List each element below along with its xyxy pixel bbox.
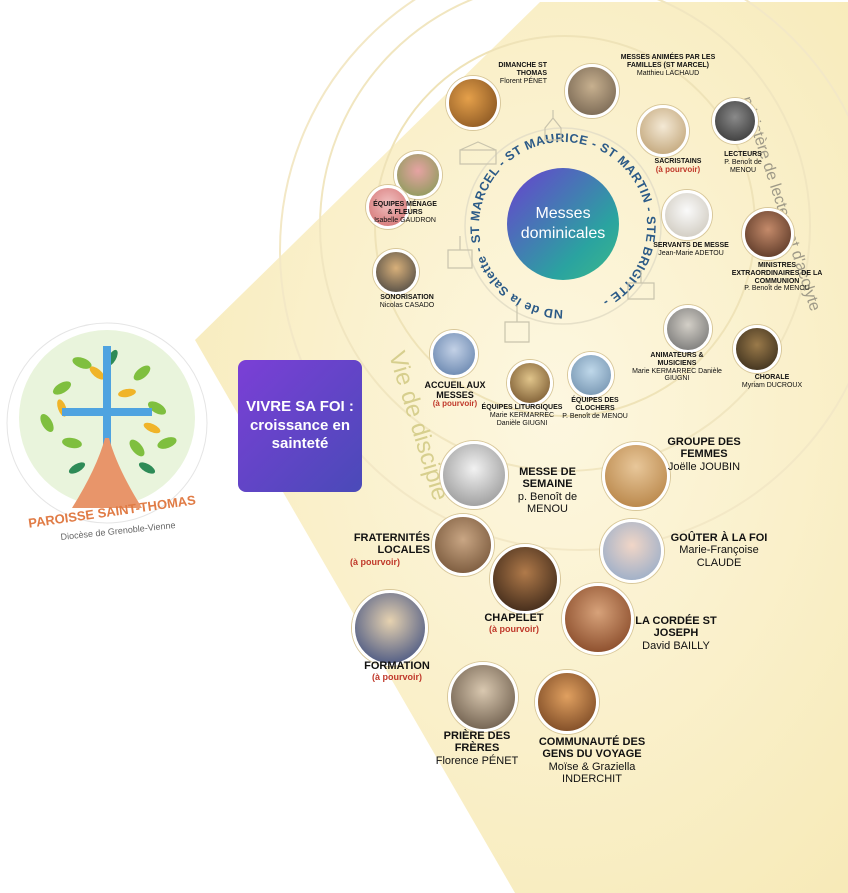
sacristains-photo bbox=[637, 105, 689, 157]
familles-photo bbox=[565, 64, 619, 118]
liturgiques-photo bbox=[507, 360, 553, 406]
lecteurs-photo bbox=[712, 98, 758, 144]
animateurs-label: ANIMATEURS & MUSICIENS Marie KERMARREC D… bbox=[632, 352, 722, 383]
chorale-label: CHORALE Myriam DUCROUX bbox=[741, 374, 803, 389]
servants-photo bbox=[662, 190, 712, 240]
gouter-photo bbox=[600, 519, 664, 583]
cordee-photo bbox=[562, 583, 634, 655]
accueil-label: ACCUEIL AUX MESSES (à pourvoir) bbox=[424, 380, 486, 409]
sacristains-label: SACRISTAINS (à pourvoir) bbox=[654, 158, 702, 174]
parish-logo: PAROISSE SAINT-THOMAS Diocèse de Grenobl… bbox=[2, 318, 212, 568]
femmes-photo bbox=[602, 442, 670, 510]
accueil-photo bbox=[430, 330, 478, 378]
chorale-photo bbox=[733, 325, 781, 373]
sonorisation-photo bbox=[373, 249, 419, 295]
fraternites-photo bbox=[432, 514, 494, 576]
chapelet-label: CHAPELET (à pourvoir) bbox=[484, 612, 544, 635]
fraternites-label: FRATERNITÉS LOCALES (à pourvoir) bbox=[349, 532, 430, 567]
middle-ring bbox=[319, 0, 811, 472]
church-icon bbox=[544, 110, 562, 141]
formation-label: FORMATION (à pourvoir) bbox=[364, 660, 430, 683]
gouter-label: GOÛTER À LA FOI Marie-Françoise CLAUDE bbox=[670, 532, 768, 569]
priere-photo bbox=[448, 662, 518, 732]
vivre-sa-foi-box: VIVRE SA FOI : croissance en sainteté bbox=[238, 360, 362, 492]
tree-icon bbox=[6, 322, 208, 524]
church-icon bbox=[459, 141, 497, 165]
clochers-label: ÉQUIPES DES CLOCHERS P. Benoît de MENOU bbox=[562, 397, 628, 420]
church-icon bbox=[447, 236, 473, 269]
femmes-label: GROUPE DES FEMMES Joëlle JOUBIN bbox=[667, 436, 741, 473]
menage-photo-2 bbox=[366, 185, 410, 229]
church-icon bbox=[627, 270, 655, 300]
sonorisation-label: SONORISATION Nicolas CASADO bbox=[379, 294, 435, 309]
priere-label: PRIÈRE DES FRÈRES Florence PÉNET bbox=[435, 730, 519, 767]
menage-label: ÉQUIPES MÉNAGE & FLEURS Isabelle GAUDRON bbox=[373, 201, 437, 224]
church-icon bbox=[504, 305, 530, 343]
semaine-label: MESSE DE SEMAINE p. Benoît de MENOU bbox=[517, 466, 578, 515]
messes-dominicales-circle: Messes dominicales bbox=[507, 168, 619, 280]
servants-label: SERVANTS DE MESSE Jean-Marie ADETOU bbox=[653, 242, 729, 257]
chapelet-photo bbox=[490, 544, 560, 614]
familles-label: MESSES ANIMÉES PAR LES FAMILLES (ST MARC… bbox=[620, 54, 716, 77]
semaine-photo bbox=[440, 441, 508, 509]
menage-photo bbox=[394, 151, 442, 199]
outer-ring bbox=[279, 0, 848, 551]
dimanche-label: DIMANCHE ST THOMAS Florent PÉNET bbox=[498, 62, 547, 85]
blue-ring bbox=[464, 127, 662, 325]
liturgiques-label: ÉQUIPES LITURGIQUES Marie KERMARREC Dani… bbox=[481, 404, 563, 427]
dimanche-photo bbox=[446, 76, 500, 130]
animateurs-photo bbox=[664, 305, 712, 353]
lecteurs-label: LECTEURS P. Benoît de MENOU bbox=[724, 151, 762, 174]
ministres-label: MINISTRES EXTRAORDINAIRES DE LA COMMUNIO… bbox=[731, 262, 823, 293]
voyage-label: COMMUNAUTÉ DES GENS DU VOYAGE Moïse & Gr… bbox=[538, 736, 646, 785]
cordee-label: LA CORDÉE ST JOSEPH David BAILLY bbox=[635, 615, 717, 652]
voyage-photo bbox=[535, 670, 599, 734]
formation-photo bbox=[352, 590, 428, 666]
ministres-photo bbox=[742, 208, 794, 260]
clochers-photo bbox=[568, 352, 614, 398]
